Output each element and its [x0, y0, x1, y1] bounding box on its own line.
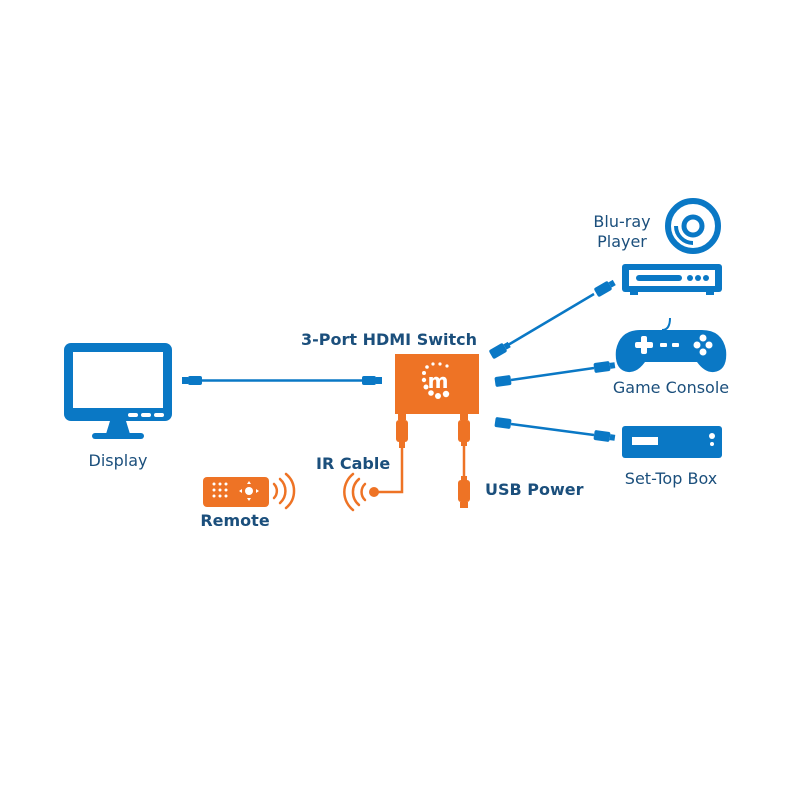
ir-cable	[369, 414, 408, 497]
ir-signal-icon	[343, 472, 367, 512]
gamepad-icon	[615, 317, 727, 373]
hdmi-switch-label: 3-Port HDMI Switch	[300, 330, 478, 349]
bluray-label-line2: Player	[597, 232, 647, 251]
svg-text:m: m	[428, 369, 449, 393]
bluray-player-icon	[622, 264, 722, 295]
set-top-box-label: Set-Top Box	[624, 469, 718, 488]
bluray-label-line1: Blu-ray	[593, 212, 651, 231]
hdmi-cable-set-top-box	[494, 417, 616, 442]
hdmi-switch-icon: m	[395, 354, 479, 414]
monitor-icon	[64, 343, 172, 439]
ir-cable-label: IR Cable	[316, 454, 391, 473]
game-console-label: Game Console	[612, 378, 730, 397]
remote-control-icon	[203, 472, 296, 510]
hdmi-cable-game-console	[494, 361, 616, 387]
m-logo-icon: m	[421, 362, 450, 399]
disc-icon	[665, 198, 721, 254]
hdmi-cable-bluray	[489, 279, 616, 359]
set-top-box-icon	[622, 426, 722, 458]
hdmi-cable-display	[182, 376, 382, 385]
usb-power-cable	[458, 414, 470, 508]
display-label: Display	[88, 451, 148, 470]
bluray-player-label: Blu-ray Player	[593, 212, 650, 252]
usb-power-label: USB Power	[485, 480, 584, 499]
remote-label: Remote	[200, 511, 270, 530]
